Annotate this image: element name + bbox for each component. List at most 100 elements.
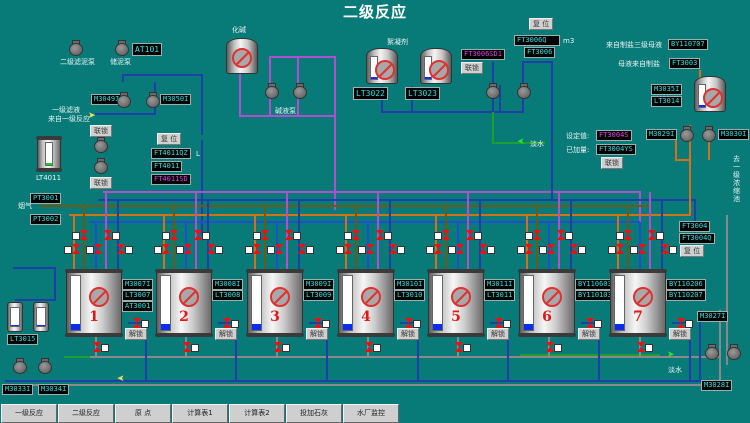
inlet-valve-icon[interactable] — [630, 244, 648, 254]
small-tank-a[interactable] — [7, 302, 23, 332]
inlet-valve-icon[interactable] — [539, 244, 557, 254]
inlet-valve-icon[interactable] — [176, 244, 194, 254]
drain-valve-icon[interactable] — [363, 342, 381, 352]
inlet-valve-icon[interactable] — [253, 230, 271, 240]
reactor-tank-6[interactable]: 6 — [518, 269, 576, 337]
drain-valve-icon[interactable] — [453, 342, 471, 352]
outlet-valve-icon[interactable] — [221, 318, 239, 328]
inlet-valve-icon[interactable] — [477, 244, 495, 254]
inlet-valve-icon[interactable] — [555, 230, 573, 240]
inlet-valve-icon[interactable] — [336, 244, 354, 254]
pump-b-icon[interactable] — [93, 158, 108, 174]
interlock-button-1[interactable]: 联锁 — [90, 125, 112, 137]
pump-m3027-icon[interactable] — [704, 344, 719, 360]
inlet-valve-icon[interactable] — [659, 244, 677, 254]
reset-button-2[interactable]: 复 位 — [529, 18, 554, 30]
inlet-valve-icon[interactable] — [72, 230, 90, 240]
sludge-pump-icon[interactable] — [68, 40, 83, 56]
reactor-tank-3[interactable]: 3 — [246, 269, 304, 337]
tab-3[interactable]: 原 点 — [115, 404, 171, 423]
reactor-tank-7[interactable]: 7 — [609, 269, 667, 337]
inlet-valve-icon[interactable] — [448, 244, 466, 254]
pump-m3050-icon[interactable] — [145, 92, 160, 108]
inlet-valve-icon[interactable] — [154, 244, 172, 254]
inlet-valve-icon[interactable] — [205, 244, 223, 254]
unlock-button-2[interactable]: 解锁 — [215, 328, 237, 340]
interlock-button-4[interactable]: 联锁 — [601, 157, 623, 169]
inlet-valve-icon[interactable] — [296, 244, 314, 254]
pump-m3034-icon[interactable] — [37, 358, 52, 374]
alkali-pump-1-icon[interactable] — [264, 83, 279, 99]
reactor-tank-5[interactable]: 5 — [427, 269, 485, 337]
pump-m3029-icon[interactable] — [679, 126, 694, 142]
pump-a-icon[interactable] — [93, 137, 108, 153]
unlock-button-1[interactable]: 解锁 — [125, 328, 147, 340]
tab-7[interactable]: 水厂监控 — [343, 404, 399, 423]
drain-valve-icon[interactable] — [544, 342, 562, 352]
inlet-valve-icon[interactable] — [344, 230, 362, 240]
outlet-valve-icon[interactable] — [493, 318, 511, 328]
flocculant-pump-2-icon[interactable] — [516, 83, 531, 99]
unlock-button-7[interactable]: 解锁 — [669, 328, 691, 340]
inlet-valve-icon[interactable] — [86, 244, 104, 254]
drain-valve-icon[interactable] — [181, 342, 199, 352]
inlet-valve-icon[interactable] — [374, 230, 392, 240]
inlet-valve-icon[interactable] — [102, 230, 120, 240]
inlet-valve-icon[interactable] — [387, 244, 405, 254]
dosing-pump-icon[interactable] — [114, 40, 129, 56]
flocculant-tank-1[interactable] — [366, 48, 398, 84]
inlet-valve-icon[interactable] — [525, 230, 543, 240]
inlet-valve-icon[interactable] — [616, 230, 634, 240]
interlock-button-2[interactable]: 联锁 — [90, 177, 112, 189]
pump-m3030-icon[interactable] — [701, 126, 716, 142]
interlock-button-3[interactable]: 联锁 — [461, 62, 483, 74]
unlock-button-6[interactable]: 解锁 — [578, 328, 600, 340]
outlet-valve-icon[interactable] — [675, 318, 693, 328]
inlet-valve-icon[interactable] — [646, 230, 664, 240]
inlet-valve-icon[interactable] — [115, 244, 133, 254]
outlet-valve-icon[interactable] — [584, 318, 602, 328]
inlet-valve-icon[interactable] — [426, 244, 444, 254]
inlet-valve-icon[interactable] — [283, 230, 301, 240]
inlet-valve-icon[interactable] — [434, 230, 452, 240]
unlock-button-5[interactable]: 解锁 — [487, 328, 509, 340]
tank-lt4011[interactable] — [36, 136, 62, 172]
inlet-valve-icon[interactable] — [464, 230, 482, 240]
reset-button-1[interactable]: 复 位 — [157, 133, 182, 145]
inlet-valve-icon[interactable] — [608, 244, 626, 254]
small-tank-b[interactable] — [33, 302, 49, 332]
reactor-tank-2[interactable]: 2 — [155, 269, 213, 337]
tab-1[interactable]: 一级反应 — [1, 404, 57, 423]
drain-valve-icon[interactable] — [91, 342, 109, 352]
inlet-valve-icon[interactable] — [568, 244, 586, 254]
pump-m3033-icon[interactable] — [12, 358, 27, 374]
tab-2[interactable]: 二级反应 — [58, 404, 114, 423]
flocculant-tank-2[interactable] — [420, 48, 452, 84]
tab-4[interactable]: 计算表1 — [172, 404, 228, 423]
inlet-valve-icon[interactable] — [162, 230, 180, 240]
inlet-valve-icon[interactable] — [517, 244, 535, 254]
inlet-valve-icon[interactable] — [245, 244, 263, 254]
unlock-button-4[interactable]: 解锁 — [397, 328, 419, 340]
alkali-tank[interactable] — [226, 38, 258, 74]
unlock-button-3[interactable]: 解锁 — [306, 328, 328, 340]
inlet-valve-icon[interactable] — [358, 244, 376, 254]
pump-m3049-icon[interactable] — [116, 92, 131, 108]
outlet-valve-icon[interactable] — [312, 318, 330, 328]
flocculant-pump-1-icon[interactable] — [485, 83, 500, 99]
outlet-valve-icon[interactable] — [131, 318, 149, 328]
drain-valve-icon[interactable] — [635, 342, 653, 352]
mother-liquor-tank[interactable] — [694, 76, 726, 112]
pump-m3028-icon[interactable] — [726, 344, 741, 360]
reactor-tank-1[interactable]: 1 — [65, 269, 123, 337]
inlet-valve-icon[interactable] — [64, 244, 82, 254]
drain-valve-icon[interactable] — [272, 342, 290, 352]
outlet-valve-icon[interactable] — [403, 318, 421, 328]
reactor-tank-4[interactable]: 4 — [337, 269, 395, 337]
tab-6[interactable]: 投加石灰 — [286, 404, 342, 423]
inlet-valve-icon[interactable] — [192, 230, 210, 240]
tab-5[interactable]: 计算表2 — [229, 404, 285, 423]
reset-button-3[interactable]: 复 位 — [680, 245, 705, 257]
inlet-valve-icon[interactable] — [267, 244, 285, 254]
alkali-pump-2-icon[interactable] — [292, 83, 307, 99]
